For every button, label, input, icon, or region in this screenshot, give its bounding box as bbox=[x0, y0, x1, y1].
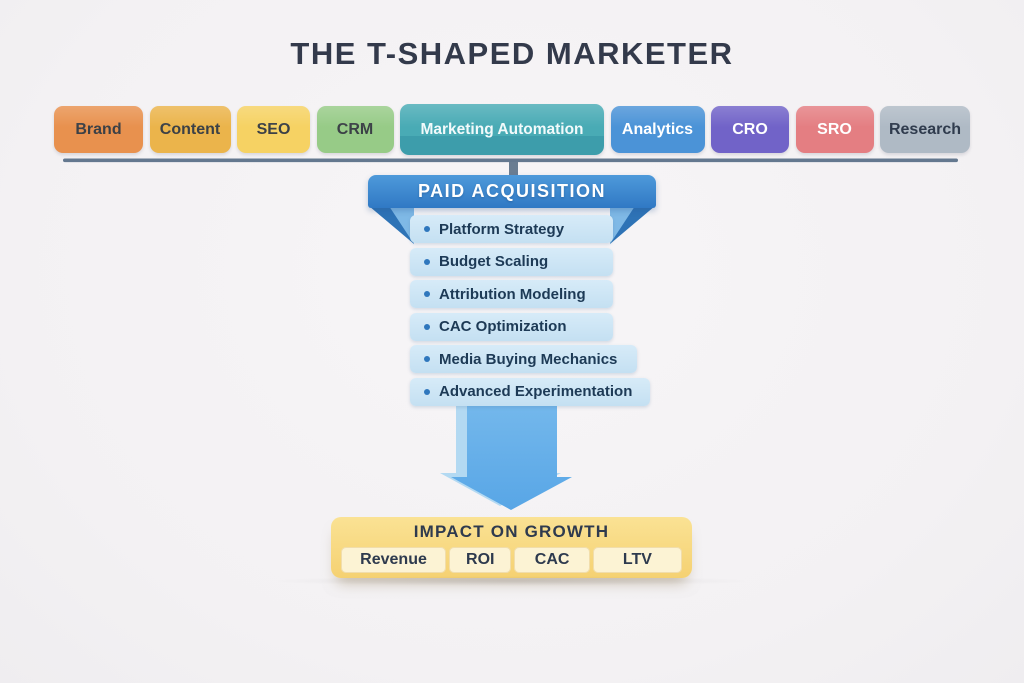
bullet-icon bbox=[424, 388, 430, 395]
specialization-item: Media Buying Mechanics bbox=[410, 345, 637, 373]
bullet-icon bbox=[424, 356, 430, 362]
specialization-item-label: Media Buying Mechanics bbox=[439, 350, 618, 368]
skill-chip-cro: CRO bbox=[711, 106, 789, 153]
bullet-icon bbox=[424, 323, 430, 330]
skill-chip-brand: Brand bbox=[54, 106, 143, 153]
skill-chip-label: Analytics bbox=[621, 120, 694, 138]
skill-chip-label: Content bbox=[159, 120, 221, 138]
specialization-item: Attribution Modeling bbox=[410, 280, 613, 308]
bullet-icon bbox=[424, 291, 430, 297]
funnel-flap-left bbox=[369, 206, 414, 244]
skill-chip-content: Content bbox=[149, 106, 231, 153]
skill-chip-crm: CRM bbox=[316, 106, 394, 153]
impact-panel: IMPACT ON GROWTH Revenue ROI CAC LTV bbox=[271, 517, 752, 586]
skill-chip-label: SEO bbox=[256, 120, 291, 138]
skill-chip-marketing-automation: Marketing Automation bbox=[400, 104, 604, 155]
page-title: THE T-SHAPED MARKETER bbox=[290, 36, 734, 71]
specialization-item-label: CAC Optimization bbox=[439, 318, 567, 335]
metric-roi: ROI bbox=[449, 547, 512, 573]
impact-metrics-row: Revenue ROI CAC LTV bbox=[341, 547, 682, 573]
bullet-icon bbox=[424, 258, 430, 265]
impact-title: IMPACT ON GROWTH bbox=[413, 522, 610, 541]
skill-chip-label: Brand bbox=[75, 120, 122, 138]
metric-revenue: Revenue bbox=[341, 547, 447, 573]
specialization-item-label: Budget Scaling bbox=[439, 253, 549, 270]
skill-chip-label: Marketing Automation bbox=[420, 120, 584, 138]
skill-chip-label: CRO bbox=[732, 120, 768, 138]
specialization-item: Budget Scaling bbox=[410, 247, 613, 276]
skills-row: Brand Content SEO CRM Marketing Automati… bbox=[54, 104, 974, 157]
skill-chip-label: CRM bbox=[336, 120, 374, 138]
skill-chip-research: Research bbox=[880, 106, 970, 153]
down-arrow-backdrop bbox=[440, 399, 561, 506]
specialization-item: Platform Strategy bbox=[410, 215, 613, 243]
t-bar-line bbox=[63, 158, 958, 163]
specialization-header: PAID ACQUISITION bbox=[368, 175, 656, 208]
skill-chip-sro: SRO bbox=[795, 106, 874, 153]
skill-chip-seo: SEO bbox=[237, 106, 310, 153]
bullet-icon bbox=[424, 226, 430, 232]
specialization-item-label: Platform Strategy bbox=[439, 220, 565, 238]
metric-ltv: LTV bbox=[592, 547, 682, 573]
specialization-item-label: Attribution Modeling bbox=[439, 285, 586, 303]
specialization-list: Platform Strategy Budget Scaling Attribu… bbox=[410, 215, 650, 410]
down-arrow bbox=[451, 403, 572, 510]
specialization-item: Advanced Experimentation bbox=[410, 377, 650, 406]
skill-chip-label: SRO bbox=[817, 120, 852, 138]
specialization-item-label: Advanced Experimentation bbox=[439, 383, 633, 400]
metric-cac: CAC bbox=[514, 547, 590, 573]
skill-chip-label: Research bbox=[888, 120, 962, 138]
specialization-item: CAC Optimization bbox=[410, 312, 613, 341]
skill-chip-analytics: Analytics bbox=[610, 106, 705, 153]
